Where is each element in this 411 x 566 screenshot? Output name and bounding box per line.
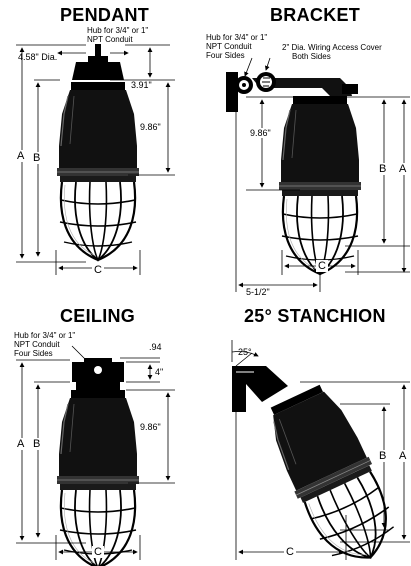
pendant-dim-c: C	[92, 264, 104, 276]
pendant-hub-label-line1: Hub for 3/4" or 1"	[87, 26, 149, 35]
pendant-dimension-lines	[16, 44, 175, 275]
stanchion-title: 25° STANCHION	[244, 306, 386, 326]
pendant-dim-a: A	[17, 150, 25, 162]
stanchion-dim-c: C	[284, 546, 296, 558]
ceiling-hub-label: Hub for 3/4" or 1" NPT Conduit Four Side…	[14, 331, 75, 358]
stanchion-dim-b: B	[379, 450, 387, 462]
ceiling-hub-label-line3: Four Sides	[14, 349, 53, 358]
ceiling-hub-label-line1: Hub for 3/4" or 1"	[14, 331, 76, 340]
ceiling-hub-label-line2: NPT Conduit	[14, 340, 60, 349]
ceiling-four-dimension: 4"	[155, 367, 164, 377]
pendant-hub-label: Hub for 3/4" or 1" NPT Conduit	[87, 26, 148, 44]
pendant-fixture	[55, 44, 141, 262]
bracket-hub-label-line3: Four Sides	[206, 51, 245, 60]
ceiling-body-dimension: 9.86"	[140, 422, 161, 432]
ceiling-small-dimension: .94	[149, 342, 162, 352]
bracket-offset-dimension: 5-1/2"	[246, 287, 270, 297]
ceiling-dimension-lines	[16, 345, 175, 560]
stanchion-dimension-lines	[231, 340, 410, 560]
bracket-hub-label: Hub for 3/4" or 1" NPT Conduit Four Side…	[206, 33, 267, 60]
bracket-hub-label-line2: NPT Conduit	[206, 42, 252, 51]
bracket-fixture	[226, 72, 363, 276]
bracket-dim-c: C	[316, 260, 328, 272]
ceiling-title: CEILING	[60, 306, 136, 326]
pendant-top-dimension: 3.91"	[131, 80, 152, 90]
stanchion-fixture	[232, 366, 409, 566]
ceiling-fixture	[55, 358, 141, 566]
bracket-cover-label: 2" Dia. Wiring Access Cover Both Sides	[282, 43, 382, 61]
pendant-title: PENDANT	[60, 5, 150, 25]
ceiling-dim-b: B	[33, 438, 41, 450]
pendant-dim-b: B	[33, 152, 41, 164]
pendant-hub-label-line2: NPT Conduit	[87, 35, 133, 44]
bracket-cover-label-line1: 2" Dia. Wiring Access Cover	[282, 43, 382, 52]
bracket-dim-b: B	[379, 163, 387, 175]
pendant-diameter-label: 4.58" Dia.	[18, 52, 58, 62]
bracket-title: BRACKET	[270, 5, 361, 25]
bracket-hub-label-line1: Hub for 3/4" or 1"	[206, 33, 268, 42]
stanchion-dim-a: A	[399, 450, 407, 462]
bracket-cover-label-line2: Both Sides	[292, 52, 331, 61]
stanchion-angle: 25°	[238, 347, 252, 357]
pendant-body-dimension: 9.86"	[140, 122, 161, 132]
bracket-body-dimension: 9.86"	[250, 128, 271, 138]
ceiling-dim-c: C	[92, 546, 104, 558]
ceiling-dim-a: A	[17, 438, 25, 450]
bracket-dim-a: A	[399, 163, 407, 175]
